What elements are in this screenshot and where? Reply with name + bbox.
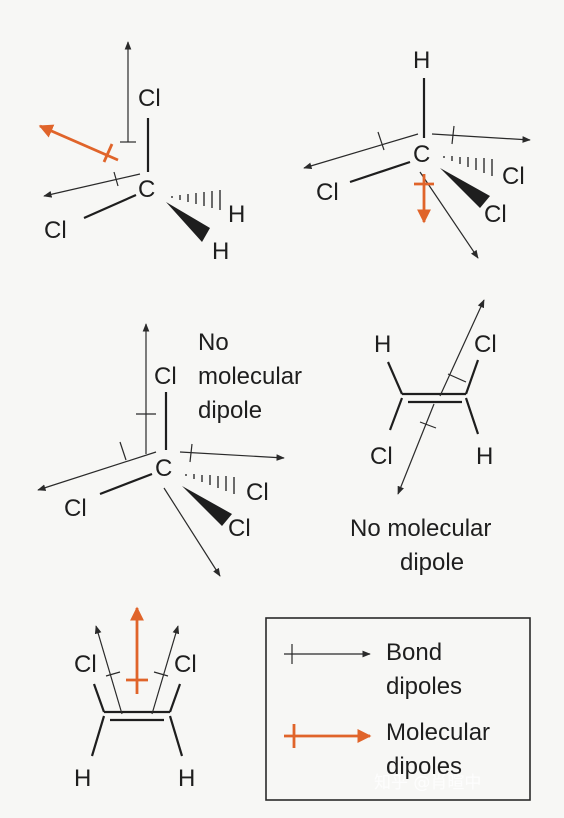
- legend-bond-label-line1: Bond: [386, 639, 442, 666]
- atom-c: C: [413, 141, 430, 168]
- bond-c-h: [168, 715, 184, 757]
- molecule-ch2cl2-left: C Cl Cl H H: [38, 41, 245, 265]
- molecule-cis-dichloroethene: Cl Cl H H: [74, 606, 197, 792]
- hashed-bond-c-cl: [443, 156, 493, 176]
- molecule-chcl3-right: H C Cl Cl Cl: [303, 47, 531, 259]
- bond-dipole-arrow: [163, 487, 221, 577]
- atom-h: H: [74, 765, 91, 792]
- atom-c: C: [138, 176, 155, 203]
- legend-molecular-label-line2: dipoles: [386, 753, 462, 780]
- atom-cl: Cl: [474, 331, 497, 358]
- atom-h: H: [212, 238, 229, 265]
- bond-dipole-arrow: [397, 403, 435, 495]
- bond-dipole-arrow: [439, 299, 485, 397]
- atom-cl: Cl: [44, 217, 67, 244]
- bond-dipole-cross: [447, 373, 467, 383]
- caption-trans-line1: No molecular: [350, 515, 491, 542]
- atom-cl: Cl: [502, 163, 525, 190]
- atom-h: H: [413, 47, 430, 74]
- molecular-dipole-arrow: [38, 124, 119, 162]
- atom-cl: Cl: [484, 201, 507, 228]
- atom-h: H: [228, 201, 245, 228]
- atom-cl: Cl: [74, 651, 97, 678]
- bond-dipole-arrow: [431, 133, 531, 143]
- bond-dipole-cross: [119, 441, 127, 461]
- bond-c-cl: [388, 397, 404, 431]
- caption-no-dipole-line3: dipole: [198, 397, 262, 424]
- atom-h: H: [476, 443, 493, 470]
- caption-trans-line2: dipole: [400, 549, 464, 576]
- atom-cl: Cl: [138, 85, 161, 112]
- atom-cl: Cl: [316, 179, 339, 206]
- bond-c-h: [386, 361, 404, 395]
- bond-dipole-cross: [189, 443, 193, 463]
- caption-no-dipole-line2: molecular: [198, 363, 302, 390]
- bond-c-cl-left: [83, 193, 137, 220]
- watermark: 知乎 @肖暄中: [374, 773, 481, 793]
- bond-dipole-arrow: [179, 451, 285, 461]
- bond-c-cl-left: [349, 160, 411, 184]
- legend-bond-label-line2: dipoles: [386, 673, 462, 700]
- bond-dipole-arrow: [151, 625, 180, 715]
- legend-molecular-label-line1: Molecular: [386, 719, 490, 746]
- bond-dipole-cross: [113, 171, 119, 187]
- bond-dipole-arrow: [419, 171, 479, 259]
- bond-dipole-cross: [153, 671, 169, 677]
- bond-dipole-arrow: [37, 451, 157, 491]
- atom-cl: Cl: [228, 515, 251, 542]
- bond-dipole-arrow: [43, 173, 141, 198]
- legend-border: [265, 617, 531, 801]
- atom-h: H: [374, 331, 391, 358]
- bond-c-cl: [464, 359, 480, 395]
- bond-c-h: [90, 715, 106, 757]
- bond-c-h: [464, 397, 480, 435]
- bond-dipole-cross: [105, 671, 121, 677]
- bond-dipole-cross: [377, 131, 385, 151]
- atom-cl: Cl: [154, 363, 177, 390]
- hashed-bond-c-cl: [185, 474, 235, 494]
- atom-c: C: [155, 455, 172, 482]
- atom-cl: Cl: [64, 495, 87, 522]
- bond-dipole-arrow: [94, 625, 123, 715]
- bond-dipole-arrow: [303, 133, 419, 170]
- hashed-bond-c-h: [171, 190, 221, 210]
- atom-cl: Cl: [174, 651, 197, 678]
- caption-no-dipole-line1: No: [198, 329, 229, 356]
- wedge-bond-c-cl: [440, 168, 490, 208]
- bond-c-cl-left: [99, 472, 153, 496]
- bond-dipole-cross: [451, 125, 455, 145]
- legend: Bond dipoles Molecular dipoles: [265, 617, 531, 801]
- atom-cl: Cl: [246, 479, 269, 506]
- atom-h: H: [178, 765, 195, 792]
- wedge-bond-c-h: [166, 202, 210, 242]
- molecule-ccl4: C Cl Cl Cl Cl No molecular dipole: [37, 323, 302, 577]
- atom-cl: Cl: [370, 443, 393, 470]
- bond-c-cl: [168, 683, 182, 713]
- bond-dipole-cross: [419, 421, 437, 429]
- molecular-dipole-cross: [102, 143, 114, 163]
- bond-c-cl: [92, 683, 106, 713]
- molecule-trans-dichloroethene: H Cl Cl H No molecular dipole: [350, 299, 497, 576]
- wedge-bond-c-cl: [182, 486, 232, 526]
